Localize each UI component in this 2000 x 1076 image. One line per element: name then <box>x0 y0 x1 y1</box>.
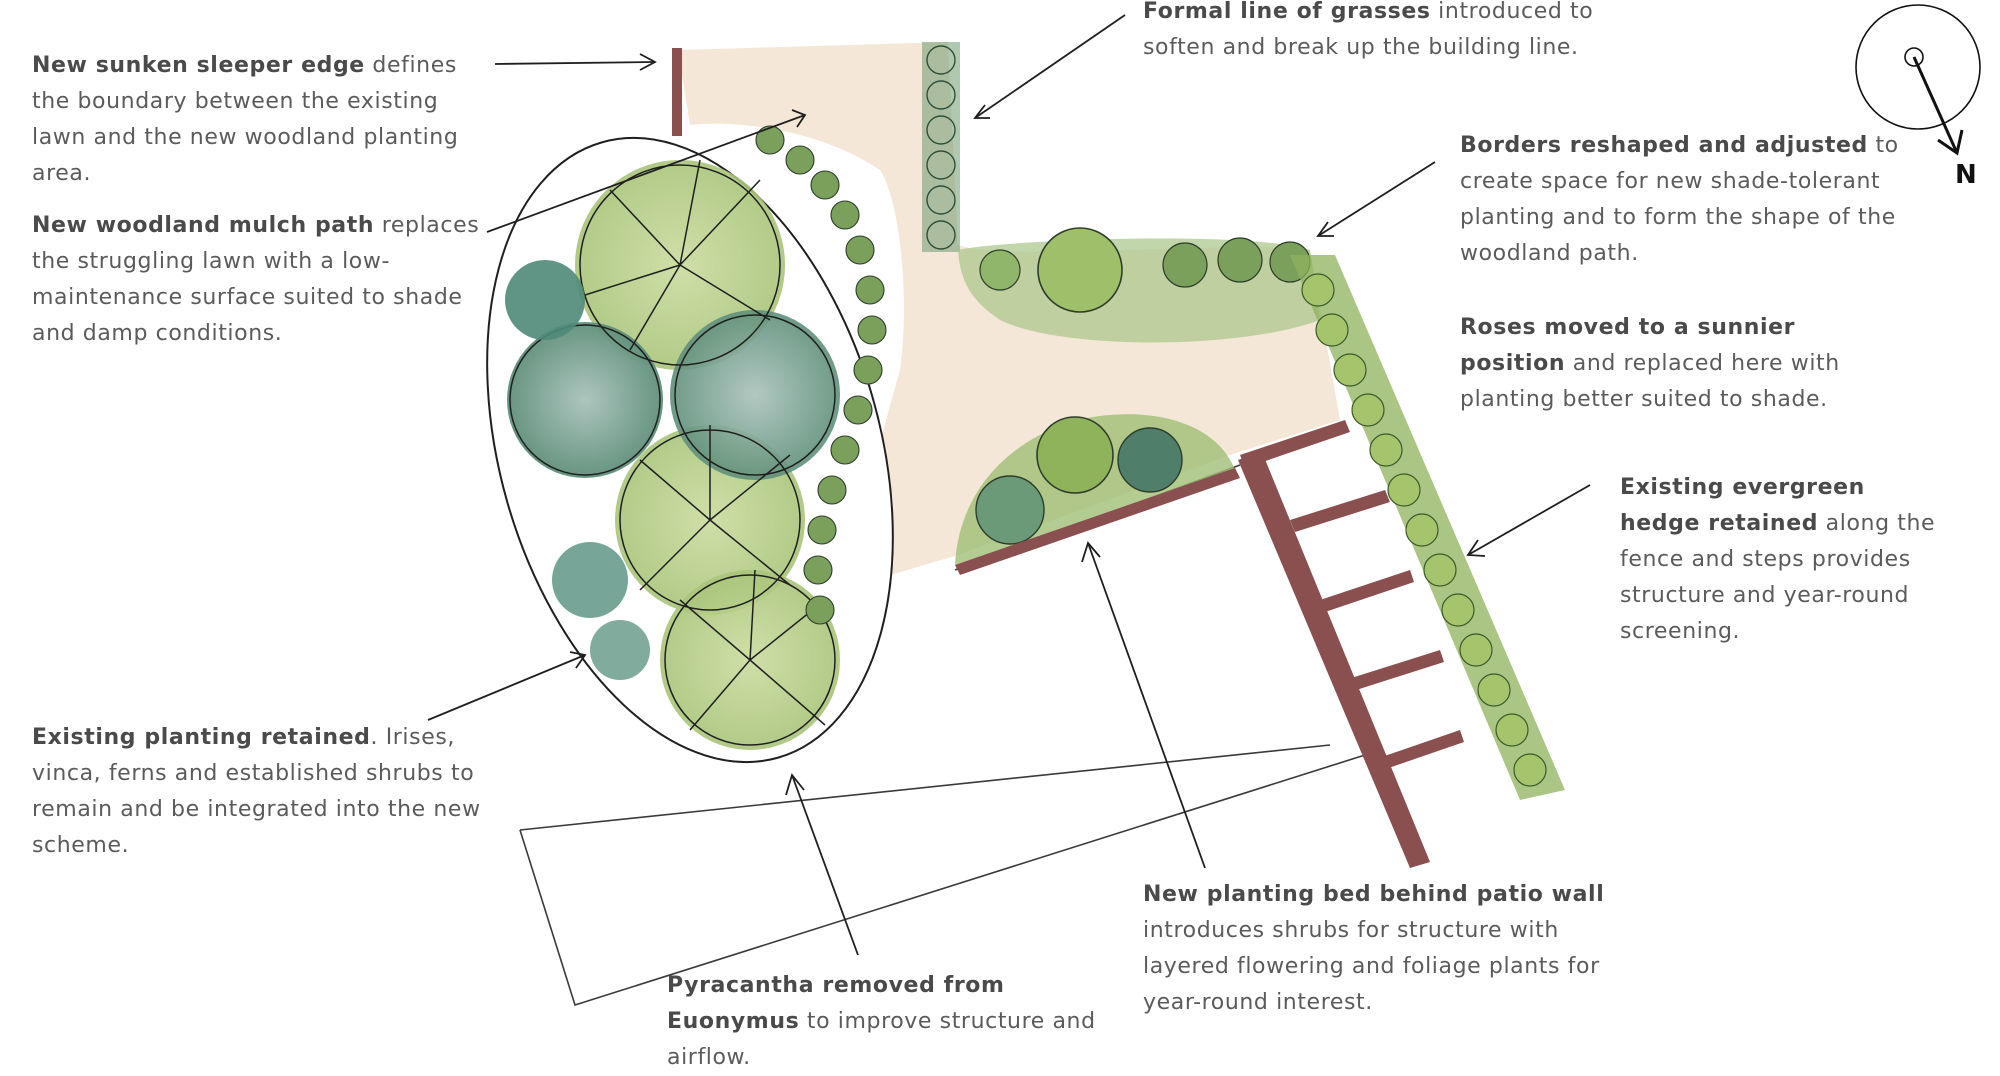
annotation-mulch-path: New woodland mulch path replaces the str… <box>32 208 482 352</box>
reshaped-border <box>958 227 1320 343</box>
garden-plan-drawing <box>427 4 1981 1007</box>
sleeper-edge <box>672 48 682 136</box>
grasses-line <box>922 42 960 252</box>
annotation-title: New woodland mulch path <box>32 213 375 238</box>
annotation-leaders <box>427 14 1591 956</box>
annotation-body: and replaced here with planting better s… <box>1460 351 1840 412</box>
annotation-title: New planting bed behind patio wall <box>1143 882 1605 907</box>
patio-wall-bed <box>955 414 1240 575</box>
annotation-planting-bed: New planting bed behind patio wall intro… <box>1143 877 1623 1021</box>
annotation-title: Existing planting retained <box>32 725 371 750</box>
evergreen-hedge <box>1290 255 1565 800</box>
annotation-body: . Irises, vinca, ferns and established s… <box>32 725 481 858</box>
annotation-sleeper-edge: New sunken sleeper edge defines the boun… <box>32 48 492 192</box>
north-compass <box>1855 4 1981 156</box>
annotation-existing-planting: Existing planting retained. Irises, vinc… <box>32 720 482 864</box>
annotation-body: defines the boundary between the existin… <box>32 53 459 186</box>
annotation-roses: Roses moved to a sunnier position and re… <box>1460 310 1900 418</box>
steps <box>1238 420 1464 868</box>
annotation-body: replaces the struggling lawn with a low-… <box>32 213 480 346</box>
annotation-title: Formal line of grasses <box>1143 0 1431 24</box>
annotation-body: along the fence and steps provides struc… <box>1620 511 1936 644</box>
annotation-body: to create space for new shade-tolerant p… <box>1460 133 1899 266</box>
annotation-title: Borders reshaped and adjusted <box>1460 133 1868 158</box>
annotation-borders: Borders reshaped and adjusted to create … <box>1460 128 1900 272</box>
woodland-bed <box>486 125 894 764</box>
annotation-grasses: Formal line of grasses introduced to sof… <box>1143 0 1623 66</box>
annotation-pyracantha: Pyracantha removed from Euonymus to impr… <box>667 968 1142 1076</box>
annotation-title: Existing evergreen hedge retained <box>1620 475 1865 536</box>
annotation-body: introduces shrubs for structure with lay… <box>1143 918 1600 1015</box>
north-label: N <box>1955 160 1977 190</box>
annotation-hedge: Existing evergreen hedge retained along … <box>1620 470 1950 650</box>
annotation-title: New sunken sleeper edge <box>32 53 365 78</box>
annotation-title: Roses moved to a sunnier position <box>1460 315 1796 376</box>
annotation-body: introduced to soften and break up the bu… <box>1143 0 1594 60</box>
